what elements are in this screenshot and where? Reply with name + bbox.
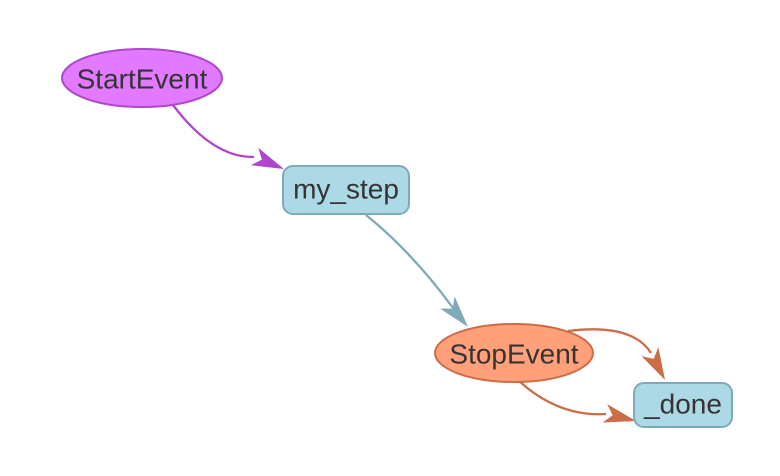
node-done-shape[interactable] <box>633 382 733 428</box>
edge-line-stopevent-done-upper <box>567 328 652 354</box>
arrowhead-startevent-my_step <box>250 147 284 169</box>
arrowhead-stopevent-done-upper <box>641 347 665 380</box>
node-startevent[interactable]: StartEvent <box>61 48 223 108</box>
edge-startevent-to-my_step <box>172 104 284 169</box>
node-startevent-shape[interactable] <box>61 48 223 108</box>
node-done[interactable]: _done <box>633 382 733 428</box>
edge-line-my_step-stopevent <box>365 214 454 309</box>
node-stopevent-shape[interactable] <box>434 323 594 383</box>
edge-stopevent-to-done-lower <box>517 379 636 423</box>
node-my_step[interactable]: my_step <box>282 165 410 215</box>
edge-line-stopevent-done-lower <box>517 379 607 416</box>
edge-line-startevent-my_step <box>172 104 255 159</box>
node-my_step-shape[interactable] <box>282 165 410 215</box>
node-stopevent[interactable]: StopEvent <box>434 323 594 383</box>
arrowhead-stopevent-done-lower <box>602 404 636 423</box>
edge-my_step-to-stopevent <box>365 214 468 327</box>
edge-stopevent-to-done-upper <box>567 328 665 380</box>
arrowhead-my_step-stopevent <box>440 296 468 327</box>
